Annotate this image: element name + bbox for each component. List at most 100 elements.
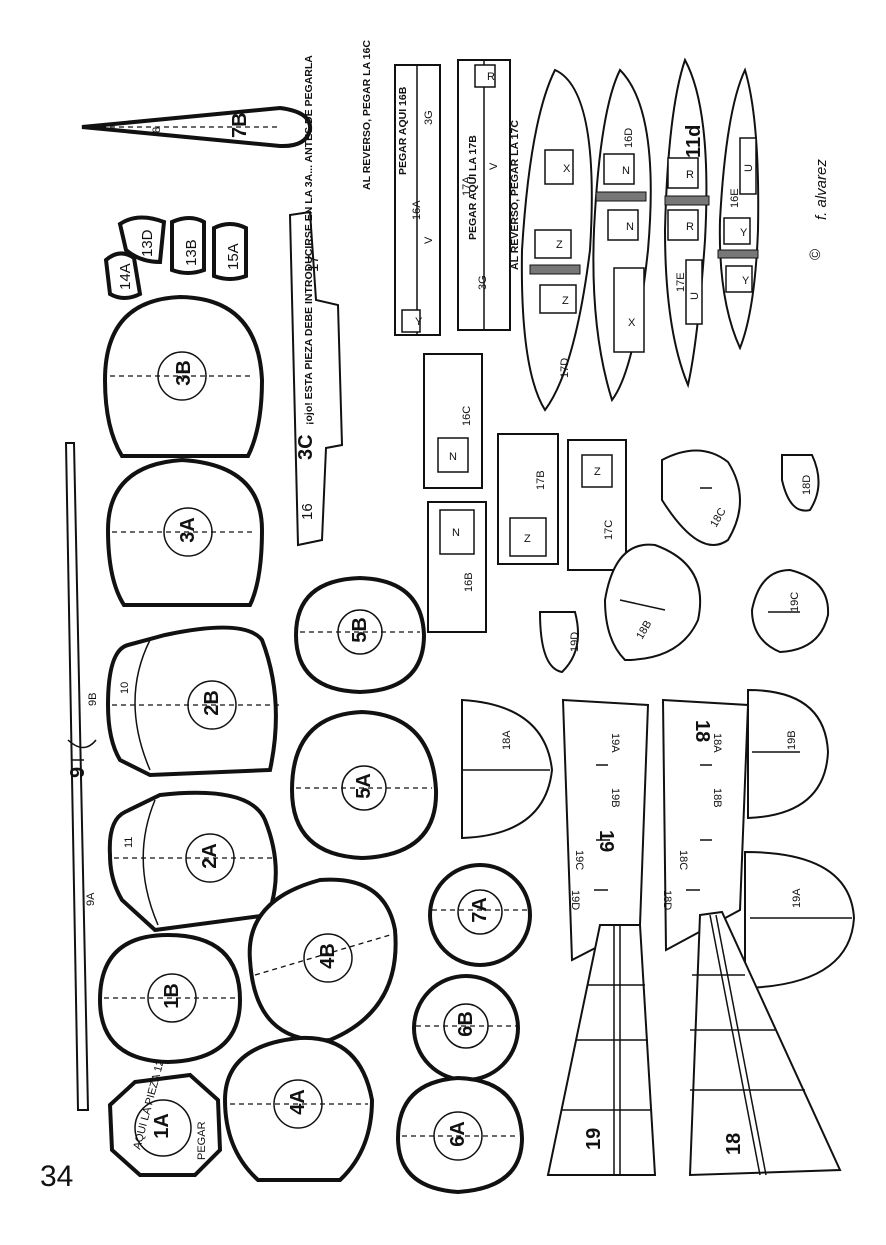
part-19d-spar-mark: 19D [569,890,581,910]
signature: f. alvarez [813,159,830,220]
part-17a-label: 17A [461,176,473,196]
former-4a-label: 4A [287,1089,309,1115]
part-18d-spar-mark: 18D [661,890,673,910]
wing-panel-18: 18 [688,910,842,1177]
former-2b: 2B 10 [105,625,280,778]
part-18a: 18A [461,698,554,840]
part-19b-label: 19B [786,730,798,750]
tab-y-16e-a: Y [740,227,748,239]
part-17e-label: 17E [675,272,687,292]
part-9a-label: 9A [85,892,97,906]
former-1a: 1A AQUI LA PIEZA 12 PEGAR [107,1058,223,1177]
part-16d-label: 16D [623,128,635,148]
part-13b-label: 13B [183,239,200,266]
former-3b-label: 3B [173,360,195,386]
former-7a: 7A [428,863,532,967]
wing-panel-18-label: 18 [723,1133,745,1155]
former-4b-label: 4B [317,943,339,969]
note-16c: AL REVERSO, PEGAR LA 16C [361,40,373,190]
former-1a-pegar: PEGAR [196,1121,208,1160]
former-3b: 3B [102,294,265,458]
part-7b-strip: 8 7B [81,105,313,149]
part-18b: 18B [603,543,702,662]
part-19a-spar-mark: 19A [609,733,621,753]
former-3a-label: 3A [177,517,199,543]
part-19c-spar-mark: 19C [573,850,585,870]
tab-u-17e: U [689,292,701,300]
part-17c: Z 17C [567,439,627,571]
tab-x-17d: X [563,163,571,175]
former-5a: 5A [289,709,439,861]
former-5a-label: 5A [353,773,375,799]
tab-n-16d-a: N [622,165,630,177]
part-11d-label: 11d [683,125,705,158]
part-18c: 18C [661,449,741,546]
part-17-label: 17 [305,255,322,272]
part-16a-strip: Y V 16A 3G PEGAR AQUI 16B [394,64,441,336]
part-3g-label-b: 3G [477,275,489,290]
former-2a-label: 2A [199,843,221,869]
note-17c: AL REVERSO, PEGAR LA 17C [509,120,521,270]
part-17b-label: 17B [535,470,547,490]
part-18d: 18D [781,454,820,512]
part-9-strip: 9B 9 9A [64,442,99,1111]
tab-y-16a: Y [415,316,423,328]
part-9b-label: 9B [87,693,99,706]
former-5b: 5B [293,575,427,695]
tab-z-17c: Z [594,466,601,478]
part-17d-rib: X Z Z 17D [520,68,593,412]
part-17b: Z 17B [497,433,559,565]
former-1b-label: 1B [161,983,183,1009]
former-6a: 6A [395,1075,525,1195]
former-1a-label: 1A [151,1113,173,1139]
part-16-17-strip: 17 16 3C ¡ojo! ESTA PIEZA DEBE INTRODUCI… [288,55,344,547]
tab-x-16d: X [628,317,636,329]
note-16b: PEGAR AQUI 16B [397,86,409,175]
former-7a-label: 7A [469,897,491,923]
former-1b: 1B [97,932,243,1065]
part-19b-spar-mark: 19B [609,788,621,808]
copyright-mark: © [807,249,824,260]
part-19b: 19B [747,688,830,820]
tab-v-16a: V [423,236,435,244]
former-2b-label: 2B [201,690,223,716]
part-16b-label: 16B [463,572,475,592]
tab-u-16e: U [743,164,755,172]
part-16c-label: 16C [461,406,473,426]
part-18a-spar-mark: 18A [711,733,723,753]
note-17b: PEGAR AQUI LA 17B [467,135,479,240]
page-number: 34 [40,1160,74,1193]
part-16a-label: 16A [411,200,423,220]
part-16d-rib: N N X 16D [592,68,652,403]
signature-block: © f. alvarez [807,159,830,260]
former-4b: 4B [247,877,398,1043]
part-3g-label-a: 3G [423,110,435,125]
tab-n-16b: N [452,527,460,539]
part-19c: 19C [750,568,830,654]
part-18a-label: 18A [501,730,513,750]
tab-z-17b: Z [524,533,531,545]
part-17d-label: 17D [559,358,571,378]
part-19c-label: 19C [789,592,801,612]
part-10-label: 10 [119,682,131,694]
former-6b-label: 6B [455,1011,477,1037]
former-4a: 4A [222,1035,375,1182]
part-16-label: 16 [299,503,316,520]
part-18-spar: 18 18A 18B 18C 18D [661,698,750,952]
part-18d-label: 18D [801,475,813,495]
tab-n-16c: N [449,451,457,463]
part-3c-label: 3C [295,434,317,460]
tab-z-17d-a: Z [556,239,563,251]
former-6a-label: 6A [447,1121,469,1147]
part-18-spar-label: 18 [691,720,713,742]
tab-r-17e-a: R [686,169,694,181]
tab-n-16d-b: N [626,221,634,233]
wing-panel-19-label: 19 [583,1128,605,1150]
part-19-spar: 19 19A 19B 19C 19D [561,698,650,962]
part-11-label: 11 [123,837,135,848]
part-16e-label: 16E [729,188,741,208]
part-19-spar-label: 19 [595,830,617,852]
part-19d: 19D [538,611,581,674]
wing-panel-19: 19 [546,924,657,1176]
